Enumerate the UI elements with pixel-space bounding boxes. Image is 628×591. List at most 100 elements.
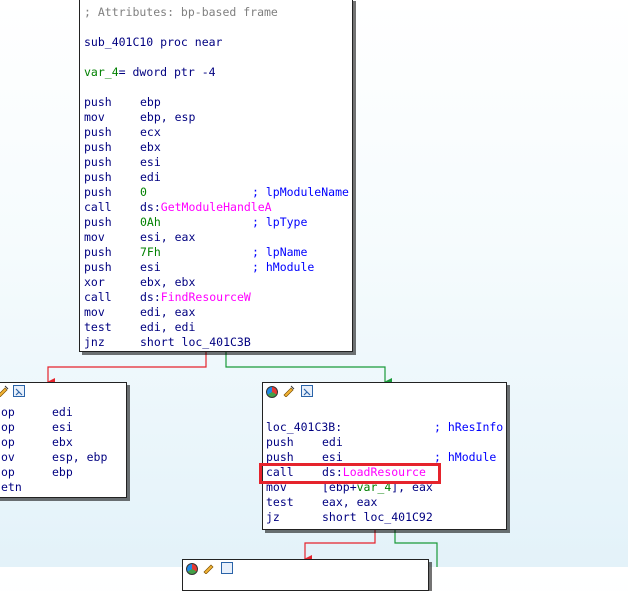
operands: ebx bbox=[140, 140, 161, 154]
code-line[interactable]: op ebx bbox=[0, 435, 126, 450]
mnemonic: mov bbox=[84, 110, 105, 124]
code-line[interactable]: push ebx bbox=[84, 140, 352, 155]
mnemonic: push bbox=[84, 95, 112, 109]
code-line[interactable] bbox=[84, 80, 352, 95]
immediate-value: 7Fh bbox=[140, 245, 161, 259]
mnemonic: jz bbox=[266, 510, 280, 524]
code-line[interactable]: push esi ; hModule bbox=[266, 450, 506, 465]
basic-block-sub_401C10[interactable]: ; Attributes: bp-based frame sub_401C10 p… bbox=[79, 0, 353, 352]
graph-edges bbox=[47, 352, 438, 567]
code-line[interactable] bbox=[84, 20, 352, 35]
line-comment: ; hResInfo bbox=[434, 420, 504, 434]
api-symbol: LoadResource bbox=[342, 465, 426, 479]
operands: eax, eax bbox=[322, 495, 378, 509]
mnemonic: op bbox=[1, 405, 15, 419]
code-line[interactable]: push ebp bbox=[84, 95, 352, 110]
color-icon[interactable] bbox=[266, 386, 278, 398]
immediate-value: 0Ah bbox=[140, 215, 161, 229]
mnemonic: push bbox=[84, 185, 112, 199]
code-line[interactable]: etn bbox=[0, 480, 126, 495]
mnemonic: push bbox=[84, 140, 112, 154]
var-definition: = dword ptr -4 bbox=[118, 65, 216, 79]
mnemonic: op bbox=[1, 435, 15, 449]
graph-icon[interactable] bbox=[221, 562, 233, 574]
line-comment: ; lpModuleName bbox=[252, 185, 349, 199]
var-name: var_4 bbox=[84, 65, 119, 79]
mnemonic: etn bbox=[1, 480, 22, 494]
mnemonic: push bbox=[266, 450, 294, 464]
rename-icon[interactable] bbox=[203, 562, 216, 575]
graph-icon[interactable] bbox=[301, 385, 313, 397]
code-line[interactable]: ; Attributes: bp-based frame bbox=[84, 5, 352, 20]
mnemonic: push bbox=[84, 125, 112, 139]
code-line[interactable]: jz short loc_401C92 bbox=[266, 510, 506, 525]
line-comment: ; hModule bbox=[434, 450, 497, 464]
color-icon[interactable] bbox=[186, 563, 198, 575]
code-line[interactable]: var_4= dword ptr -4 bbox=[84, 65, 352, 80]
block-code: ; Attributes: bp-based frame sub_401C10 p… bbox=[80, 0, 352, 350]
code-line[interactable]: op ebp bbox=[0, 465, 126, 480]
basic-block-next[interactable] bbox=[182, 559, 429, 591]
block-header bbox=[263, 383, 506, 401]
rename-icon[interactable] bbox=[0, 385, 10, 398]
operands: esp, ebp bbox=[52, 450, 108, 464]
operands: ebx, ebx bbox=[140, 275, 196, 289]
operands: ebx bbox=[52, 435, 73, 449]
mnemonic: call bbox=[266, 465, 294, 479]
mnemonic: test bbox=[84, 320, 112, 334]
mnemonic: push bbox=[84, 170, 112, 184]
rename-icon[interactable] bbox=[283, 385, 296, 398]
edge-true-to-loc_401C3B bbox=[225, 352, 392, 386]
code-line[interactable]: test edi, edi bbox=[84, 320, 352, 335]
api-symbol: FindResourceW bbox=[160, 290, 251, 304]
code-line[interactable] bbox=[84, 50, 352, 65]
code-line[interactable]: push edi bbox=[84, 170, 352, 185]
code-line[interactable]: ov esp, ebp bbox=[0, 450, 126, 465]
mnemonic: test bbox=[266, 495, 294, 509]
mnemonic: ov bbox=[1, 450, 15, 464]
mnemonic: push bbox=[84, 215, 112, 229]
mnemonic: jnz bbox=[84, 335, 105, 349]
proc-declaration: sub_401C10 proc near bbox=[84, 35, 223, 49]
operands: esi bbox=[140, 155, 161, 169]
block-header bbox=[0, 383, 126, 401]
operands: edi, eax bbox=[140, 305, 196, 319]
operands: esi, eax bbox=[140, 230, 196, 244]
code-line[interactable]: loc_401C3B: ; hResInfo bbox=[266, 420, 506, 435]
operands: esi bbox=[52, 420, 73, 434]
edge-false-to-next bbox=[304, 528, 376, 563]
operands: ebp bbox=[140, 95, 161, 109]
operands: ebp bbox=[52, 465, 73, 479]
code-line[interactable]: sub_401C10 proc near bbox=[84, 35, 352, 50]
operands: edi bbox=[140, 170, 161, 184]
comment-text: ; Attributes: bp-based frame bbox=[84, 5, 278, 19]
code-line[interactable]: test eax, eax bbox=[266, 495, 506, 510]
operands: short loc_401C92 bbox=[322, 510, 433, 524]
mnemonic: op bbox=[1, 465, 15, 479]
graph-icon[interactable] bbox=[13, 385, 25, 397]
operands: edi, edi bbox=[140, 320, 196, 334]
edge-false-to-left bbox=[47, 352, 207, 386]
location-label: loc_401C3B: bbox=[266, 420, 343, 434]
operands: esi bbox=[322, 450, 343, 464]
